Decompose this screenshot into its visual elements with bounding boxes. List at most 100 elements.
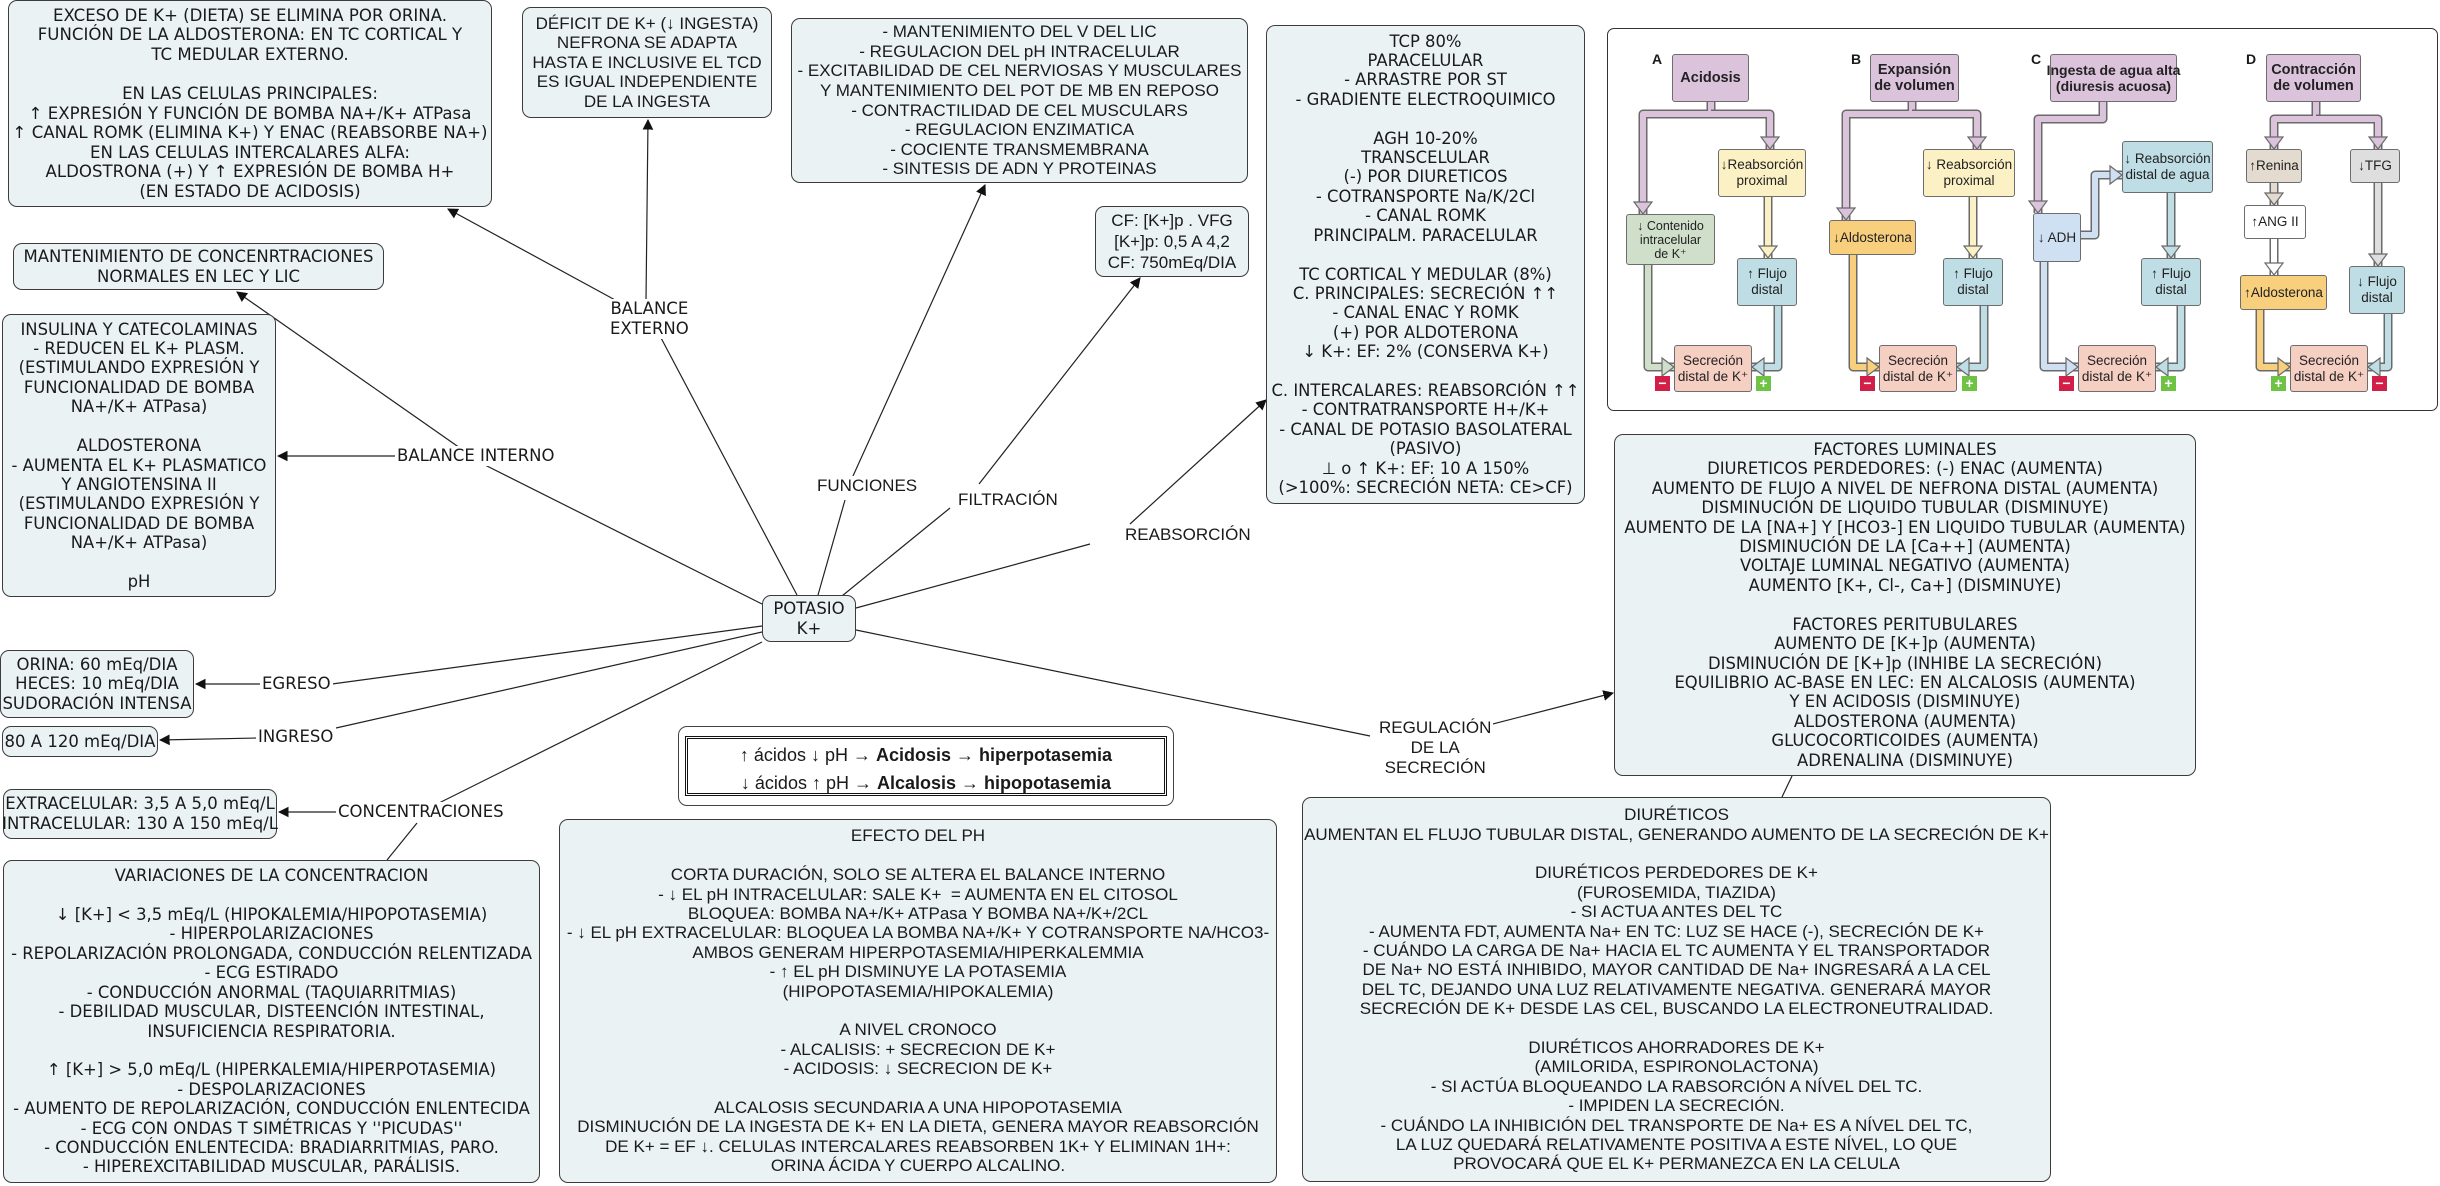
panel-a-minus-icon: − bbox=[1655, 376, 1670, 391]
arrow-c-adh-result-outline bbox=[2039, 262, 2078, 372]
arrow-b-reabsorcion-flujo-head bbox=[1962, 245, 1984, 259]
arrow-b-expansion-reabsorcion bbox=[1912, 111, 1980, 149]
node-text: VARIACIONES DE LA CONCENTRACION ↓ [K+] <… bbox=[11, 866, 532, 1177]
panel-d-result: Secreción distal de K⁺ bbox=[2290, 345, 2368, 392]
node-text: FACTORES LUMINALES DIURETICOS PERDEDORES… bbox=[1624, 440, 2186, 770]
arrow-a-contenido-result-head bbox=[1661, 356, 1675, 378]
panel-a-trigger: Acidosis bbox=[1672, 54, 1749, 102]
arrow-d-contraccion-renina-head bbox=[2263, 136, 2285, 150]
node-reabsorcion: TCP 80% PARACELULAR - ARRASTRE POR ST - … bbox=[1266, 25, 1585, 504]
panel-b-box-aldosterona: ↓Aldosterona bbox=[1829, 220, 1916, 255]
node-text: EXTRACELULAR: 3,5 A 5,0 mEq/L INTRACELUL… bbox=[2, 794, 278, 833]
link-label-concentraciones: CONCENTRACIONES bbox=[336, 802, 506, 822]
arrow-d-contraccion-tfg-head bbox=[2367, 136, 2389, 150]
panel-c-result: Secreción distal de K⁺ bbox=[2078, 345, 2156, 392]
node-diureticos: DIURÉTICOS AUMENTAN EL FLUJO TUBULAR DIS… bbox=[1302, 797, 2051, 1182]
panel-c-box-flujo: ↑ Flujo distal bbox=[2141, 258, 2201, 306]
arrow-d-flujo-result-head bbox=[2367, 356, 2381, 378]
alk-line-result: hipopotasemia bbox=[984, 773, 1112, 793]
figure-arrows bbox=[1632, 102, 2393, 378]
arrow-d-contraccion-tfg-outline bbox=[2316, 114, 2383, 149]
link-label-reabsorcion: REABSORCIÓN bbox=[1123, 525, 1253, 545]
link-reabsorcion-box bbox=[1129, 399, 1267, 525]
panel-a-result: Secreción distal de K⁺ bbox=[1674, 345, 1752, 392]
node-text: 80 A 120 mEq/DIA bbox=[4, 731, 156, 751]
alk-line-state: Alcalosis bbox=[876, 773, 957, 793]
arrow-c-adh-reabsorcion-head bbox=[2109, 164, 2123, 186]
link-center-filtracion bbox=[841, 507, 951, 597]
node-balance-interno: INSULINA Y CATECOLAMINAS - REDUCEN EL K+… bbox=[2, 314, 276, 597]
arrow-a-acidosis-contenido bbox=[1640, 102, 1714, 214]
panel-b-box-reabsorcion: ↓ Reabsorción proximal bbox=[1923, 149, 2015, 197]
arrow-c-ingesta-adh bbox=[2035, 102, 2106, 213]
node-text: CF: [K+]p . VFG [K+]p: 0,5 A 4,2 CF: 750… bbox=[1107, 211, 1237, 272]
node-filtracion: CF: [K+]p . VFG [K+]p: 0,5 A 4,2 CF: 750… bbox=[1095, 206, 1249, 277]
arrow-c-ingesta-adh-head bbox=[2027, 200, 2049, 214]
node-text: TCP 80% PARACELULAR - ARRASTRE POR ST - … bbox=[1271, 31, 1580, 497]
panel-b-minus-icon: − bbox=[1860, 376, 1875, 391]
link-filtracion-box bbox=[978, 277, 1141, 485]
node-regulacion: FACTORES LUMINALES DIURETICOS PERDEDORES… bbox=[1614, 434, 2196, 776]
panel-c-plus-icon: + bbox=[2161, 376, 2176, 391]
panel-b-box-flujo: ↑ Flujo distal bbox=[1943, 258, 2003, 306]
acid-line-state: Acidosis bbox=[875, 745, 951, 765]
panel-d-box-aldosterona: ↑Aldosterona bbox=[2240, 275, 2327, 310]
link-label-balance-interno: BALANCE INTERNO bbox=[395, 446, 557, 466]
panel-a-letter: A bbox=[1652, 51, 1663, 67]
node-ingreso: 80 A 120 mEq/DIA bbox=[2, 726, 158, 757]
panel-a-box-flujo: ↑ Flujo distal bbox=[1737, 258, 1797, 306]
link-center-ingreso bbox=[335, 631, 763, 729]
node-text: DIURÉTICOS AUMENTAN EL FLUJO TUBULAR DIS… bbox=[1304, 805, 2049, 1174]
arrow-b-expansion-aldosterona-head bbox=[1835, 207, 1857, 221]
arrow-a-acidosis-contenido-outline bbox=[1638, 102, 1716, 214]
arrow-c-flujo-result-head bbox=[2155, 356, 2169, 378]
arrow-d-ang-aldosterona-head bbox=[2263, 262, 2285, 276]
node-deficit: DÉFICIT DE K+ (↓ INGESTA) NEFRONA SE ADA… bbox=[522, 7, 772, 118]
node-text: DÉFICIT DE K+ (↓ INGESTA) NEFRONA SE ADA… bbox=[532, 13, 762, 111]
link-label-egreso: EGRESO bbox=[260, 674, 333, 694]
arrow-a-contenido-result-outline bbox=[1643, 265, 1674, 372]
arrow-a-acidosis-reabsorcion-head bbox=[1759, 136, 1781, 150]
panel-b-trigger: Expansión de volumen bbox=[1870, 54, 1959, 102]
arrow-b-aldosterona-result-outline bbox=[1848, 255, 1879, 372]
panel-b-plus-icon: + bbox=[1962, 376, 1977, 391]
panel-d-letter: D bbox=[2246, 51, 2257, 67]
node-text: INSULINA Y CATECOLAMINAS - REDUCEN EL K+… bbox=[11, 319, 267, 591]
arrow-c-adh-result-head bbox=[2065, 356, 2079, 378]
acid-base-line-acidosis: ↑ ácidos ↓ pH → Acidosis → hiperpotasemi… bbox=[688, 745, 1164, 766]
panel-c-trigger: Ingesta de agua alta (diuresis acuosa) bbox=[2047, 54, 2180, 102]
center-title: POTASIO K+ bbox=[773, 598, 845, 638]
node-text: - MANTENIMIENTO DEL V DEL LIC - REGULACI… bbox=[797, 22, 1242, 179]
arrow-b-flujo-result-head bbox=[1956, 356, 1970, 378]
panel-c-minus-icon: − bbox=[2059, 376, 2074, 391]
arrow-b-flujo-result-outline bbox=[1957, 306, 1989, 372]
node-text: MANTENIMIENTO DE CONCENRTRACIONES NORMAL… bbox=[23, 246, 374, 286]
panel-d-plus-icon: + bbox=[2271, 376, 2286, 391]
arrow-c-reabsorcion-flujo-head bbox=[2160, 245, 2182, 259]
panel-b-result: Secreción distal de K⁺ bbox=[1879, 345, 1957, 392]
link-ingreso-box bbox=[158, 734, 258, 746]
node-center-potasio[interactable]: POTASIO K+ bbox=[762, 595, 856, 642]
link-label-ingreso: INGRESO bbox=[256, 727, 336, 747]
acid-base-inner-frame: ↑ ácidos ↓ pH → Acidosis → hiperpotasemi… bbox=[685, 736, 1167, 796]
arrow-a-acidosis-reabsorcion-outline bbox=[1711, 109, 1775, 149]
link-center-egreso bbox=[331, 625, 763, 685]
link-label-funciones: FUNCIONES bbox=[815, 476, 920, 496]
panel-d-minus-icon: − bbox=[2372, 376, 2387, 391]
panel-d-box-flujo: ↓ Flujo distal bbox=[2349, 266, 2405, 314]
panel-a-box-contenido: ↓ Contenido intracelular de K⁺ bbox=[1626, 214, 1715, 265]
arrow-b-expansion-aldosterona bbox=[1843, 102, 1915, 220]
acid-line-result: hiperpotasemia bbox=[979, 745, 1113, 765]
link-label-balance-externo: BALANCE EXTERNO bbox=[608, 299, 691, 339]
link-label-filtracion: FILTRACIÓN bbox=[956, 490, 1060, 510]
node-egreso: ORINA: 60 mEq/DIA HECES: 10 mEq/DIA SUDO… bbox=[0, 650, 194, 718]
node-concentraciones: EXTRACELULAR: 3,5 A 5,0 mEq/L INTRACELUL… bbox=[2, 789, 278, 839]
link-label-regulacion: REGULACIÓN DE LA SECRECIÓN bbox=[1377, 718, 1494, 778]
link-center-reabsorcion bbox=[855, 543, 1091, 609]
link-regulacion-diureticos bbox=[1781, 775, 1793, 798]
panel-d-trigger: Contracción de volumen bbox=[2266, 54, 2361, 102]
link-center-concentraciones bbox=[436, 641, 763, 805]
arrow-c-adh-reabsorcion bbox=[2081, 172, 2122, 238]
link-center-balance-interno bbox=[484, 464, 763, 605]
arrow-d-contraccion-renina-outline bbox=[2269, 102, 2321, 149]
